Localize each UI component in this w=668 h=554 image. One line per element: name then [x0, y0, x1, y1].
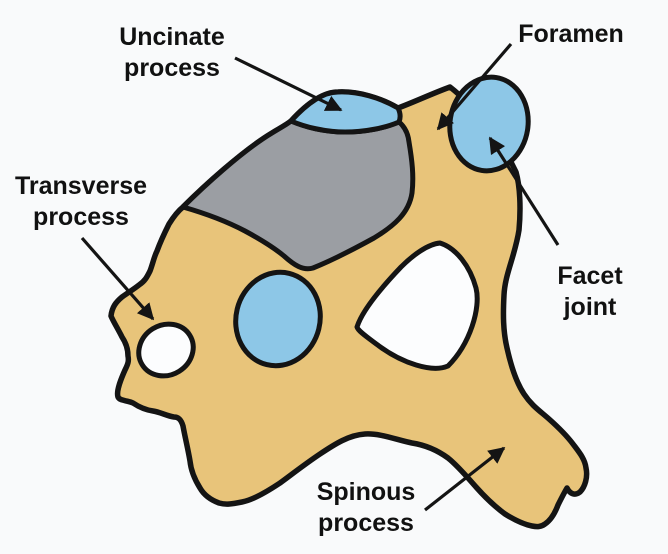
- label-facet-joint: Facet joint: [557, 261, 622, 323]
- label-line: process: [33, 203, 129, 231]
- label-line: Facet: [557, 262, 623, 290]
- foramen-pointer-arrow: [436, 42, 513, 131]
- label-uncinate-process: Uncinate process: [119, 22, 225, 84]
- label-line: Spinous: [316, 478, 416, 506]
- vertebral-foramen-hole: [354, 240, 480, 371]
- facet-pointer-arrow: [488, 136, 560, 246]
- spinous-pointer-arrow: [424, 446, 506, 512]
- label-line: Transverse: [14, 172, 148, 200]
- label-line: process: [318, 509, 414, 537]
- label-line: process: [124, 54, 220, 82]
- transverse-pointer-arrow: [80, 236, 155, 321]
- middle-cartilage-region: [233, 269, 323, 369]
- uncinate-pointer-arrow: [234, 56, 343, 112]
- transverse-foramen-hole: [136, 321, 196, 379]
- uncinate-process-region: [288, 89, 403, 135]
- label-spinous-process: Spinous process: [317, 477, 416, 539]
- label-line: Foramen: [518, 20, 624, 48]
- label-line: joint: [563, 293, 617, 321]
- label-transverse-process: Transverse process: [15, 171, 147, 233]
- label-line: Uncinate: [119, 23, 225, 51]
- vertebral-body-disc-region: [180, 118, 416, 272]
- label-foramen: Foramen: [518, 19, 624, 50]
